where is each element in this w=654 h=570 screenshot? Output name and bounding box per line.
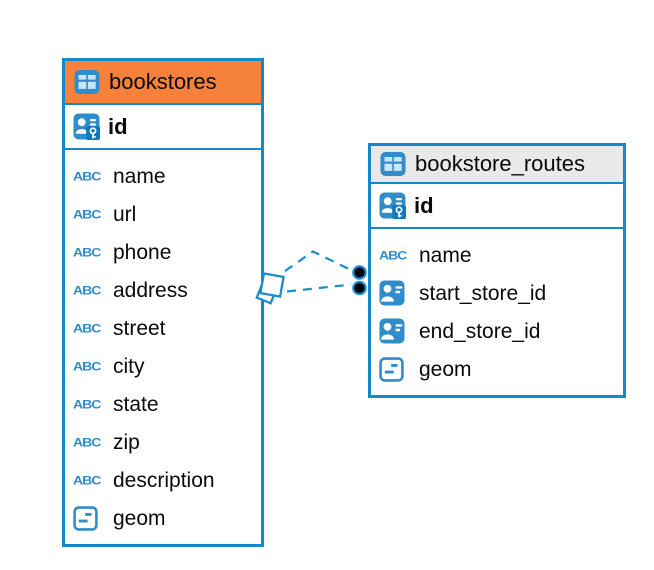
reference-icon bbox=[379, 318, 405, 344]
primary-key-icon bbox=[73, 113, 100, 140]
column-list: ABC name start_store_id end_store_id geom bbox=[371, 229, 623, 395]
column-row-zip[interactable]: ABC zip bbox=[65, 423, 261, 461]
column-row-state[interactable]: ABC state bbox=[65, 385, 261, 423]
table-header-bookstore-routes[interactable]: bookstore_routes bbox=[371, 146, 623, 184]
reference-icon bbox=[379, 280, 405, 306]
table-icon bbox=[380, 152, 406, 176]
column-type-cell: ABC bbox=[73, 169, 104, 183]
column-type-cell: ABC bbox=[73, 359, 104, 373]
column-row-city[interactable]: ABC city bbox=[65, 347, 261, 385]
column-row-name[interactable]: ABC name bbox=[371, 236, 623, 274]
table-title: bookstores bbox=[109, 69, 217, 95]
column-type-cell: ABC bbox=[73, 207, 104, 221]
column-type-cell bbox=[73, 505, 104, 531]
text-type-icon: ABC bbox=[73, 168, 101, 184]
column-label: geom bbox=[419, 357, 472, 381]
column-row-geom[interactable]: geom bbox=[371, 350, 623, 388]
column-row-description[interactable]: ABC description bbox=[65, 461, 261, 499]
column-label: city bbox=[113, 354, 145, 378]
column-label: name bbox=[419, 243, 472, 267]
primary-key-icon bbox=[379, 192, 406, 219]
column-row-end_store_id[interactable]: end_store_id bbox=[371, 312, 623, 350]
relationship-line bbox=[284, 250, 352, 272]
geometry-icon bbox=[73, 505, 98, 531]
column-type-cell: ABC bbox=[73, 435, 104, 449]
column-label: geom bbox=[113, 506, 166, 530]
relationship-target-dot bbox=[352, 280, 367, 296]
column-label: street bbox=[113, 316, 166, 340]
column-row-geom[interactable]: geom bbox=[65, 499, 261, 537]
column-type-cell: ABC bbox=[73, 245, 104, 259]
primary-key-label: id bbox=[414, 192, 434, 218]
text-type-icon: ABC bbox=[73, 320, 101, 336]
column-type-cell bbox=[379, 318, 410, 344]
text-type-icon: ABC bbox=[73, 396, 101, 412]
text-type-icon: ABC bbox=[73, 206, 101, 222]
column-row-url[interactable]: ABC url bbox=[65, 195, 261, 233]
column-type-cell bbox=[379, 280, 410, 306]
text-type-icon: ABC bbox=[73, 244, 101, 260]
column-type-cell: ABC bbox=[73, 321, 104, 335]
column-row-name[interactable]: ABC name bbox=[65, 157, 261, 195]
column-row-address[interactable]: ABC address bbox=[65, 271, 261, 309]
column-label: state bbox=[113, 392, 159, 416]
column-row-id[interactable]: id bbox=[65, 105, 261, 150]
column-row-street[interactable]: ABC street bbox=[65, 309, 261, 347]
table-icon bbox=[74, 70, 100, 94]
relationship-target-dot bbox=[352, 265, 367, 280]
table-header-bookstores[interactable]: bookstores bbox=[65, 61, 261, 105]
text-type-icon: ABC bbox=[73, 472, 101, 488]
column-label: description bbox=[113, 468, 215, 492]
column-label: phone bbox=[113, 240, 172, 264]
column-label: name bbox=[113, 164, 166, 188]
column-label: zip bbox=[113, 430, 140, 454]
column-label: url bbox=[113, 202, 137, 226]
column-label: address bbox=[113, 278, 188, 302]
column-type-cell: ABC bbox=[73, 473, 104, 487]
column-row-phone[interactable]: ABC phone bbox=[65, 233, 261, 271]
relationship-line bbox=[286, 283, 352, 293]
geometry-icon bbox=[379, 356, 404, 382]
column-label: end_store_id bbox=[419, 319, 541, 343]
column-row-id[interactable]: id bbox=[371, 184, 623, 229]
text-type-icon: ABC bbox=[73, 282, 101, 298]
column-type-cell: ABC bbox=[379, 248, 410, 262]
column-type-cell bbox=[379, 356, 410, 382]
text-type-icon: ABC bbox=[379, 247, 407, 263]
table-title: bookstore_routes bbox=[415, 151, 585, 177]
column-type-cell: ABC bbox=[73, 397, 104, 411]
column-row-start_store_id[interactable]: start_store_id bbox=[371, 274, 623, 312]
column-type-cell: ABC bbox=[73, 283, 104, 297]
column-label: start_store_id bbox=[419, 281, 547, 305]
text-type-icon: ABC bbox=[73, 358, 101, 374]
primary-key-label: id bbox=[108, 113, 128, 139]
text-type-icon: ABC bbox=[73, 434, 101, 450]
